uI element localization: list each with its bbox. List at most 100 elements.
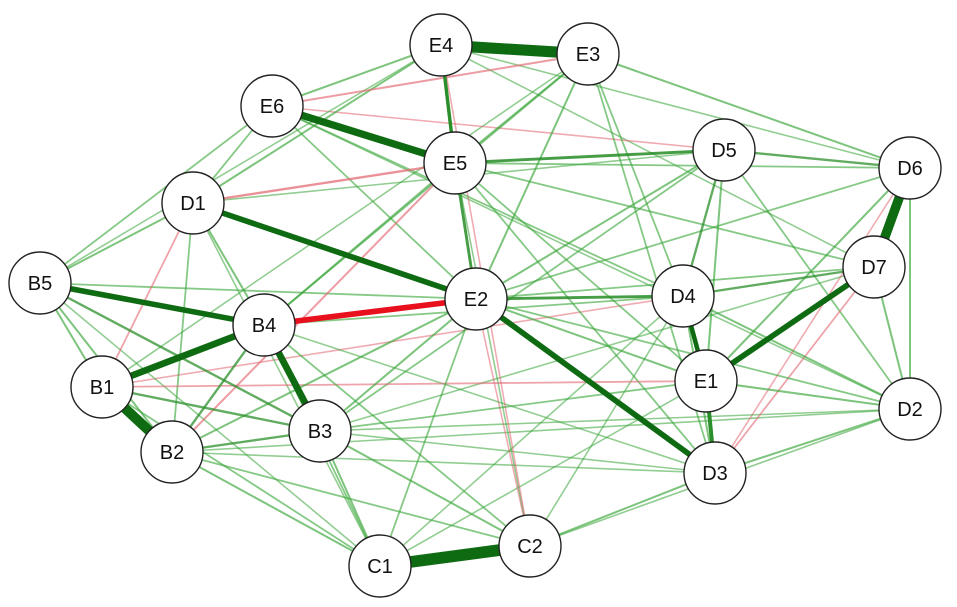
node-label-E6: E6	[260, 96, 284, 118]
edge-D4-E3	[587, 53, 684, 297]
edge-E5-B2	[171, 162, 456, 453]
node-E6: E6	[240, 74, 304, 138]
node-circle-C2	[498, 514, 562, 578]
node-B4: B4	[232, 293, 296, 357]
node-circle-C1	[348, 534, 412, 598]
node-D1: D1	[161, 171, 225, 235]
edge-D3-B3	[319, 430, 716, 474]
node-label-D1: D1	[180, 193, 206, 215]
node-E1: E1	[674, 349, 738, 413]
node-circle-D5	[692, 118, 756, 182]
node-circle-B2	[140, 420, 204, 484]
edge-B1-C1	[101, 386, 381, 567]
edge-B1-D1	[101, 202, 194, 388]
node-C2: C2	[498, 514, 562, 578]
edge-E1-D7	[704, 264, 876, 384]
edge-D7-D3	[714, 266, 875, 474]
edge-E6-D4	[271, 105, 684, 297]
node-label-B5: B5	[28, 273, 52, 295]
node-label-E4: E4	[429, 35, 453, 57]
edge-D3-C2	[529, 472, 716, 547]
node-D7: D7	[842, 235, 906, 299]
node-E3: E3	[556, 22, 620, 86]
edge-D5-D2	[723, 149, 911, 410]
edge-E3-D6	[587, 53, 911, 169]
edge-E1-E2	[475, 298, 707, 382]
node-label-D2: D2	[897, 399, 923, 421]
node-B1: B1	[70, 355, 134, 419]
edge-B1-B3	[101, 385, 321, 433]
edge-D5-E1	[704, 149, 726, 382]
node-circle-B5	[8, 251, 72, 315]
node-label-E5: E5	[443, 153, 467, 175]
edge-E6-B5	[39, 105, 273, 284]
edge-D1-E2	[192, 200, 477, 302]
node-label-E3: E3	[576, 44, 600, 66]
edge-B4-C2	[263, 324, 531, 547]
node-D4: D4	[651, 264, 715, 328]
edge-D4-D7	[682, 265, 875, 298]
edge-E6-E2	[271, 105, 477, 300]
edge-E2-D4	[475, 294, 684, 301]
node-circle-D2	[878, 377, 942, 441]
node-D6: D6	[878, 136, 942, 200]
edge-D1-B2	[171, 202, 194, 453]
edge-E1-C1	[379, 380, 707, 567]
edge-B5-C1	[39, 282, 381, 567]
edge-E1-B3	[319, 380, 707, 432]
node-circle-D3	[683, 441, 747, 505]
edge-E4-D1	[192, 44, 442, 204]
node-label-B4: B4	[252, 315, 276, 337]
node-C1: C1	[348, 534, 412, 598]
edge-E1-D2	[705, 379, 911, 411]
edge-E2-B5	[39, 282, 477, 300]
edge-E5-D6	[454, 162, 911, 169]
node-label-B1: B1	[90, 377, 114, 399]
node-circle-D1	[161, 171, 225, 235]
node-D5: D5	[692, 118, 756, 182]
edge-E6-D2	[271, 105, 911, 410]
edge-C2-E5	[454, 162, 531, 547]
node-B3: B3	[288, 399, 352, 463]
node-E5: E5	[423, 131, 487, 195]
edge-E6-E3	[271, 53, 589, 107]
edge-D2-D3	[714, 408, 911, 474]
node-D3: D3	[683, 441, 747, 505]
edge-B2-C1	[171, 451, 381, 567]
node-circle-B4	[232, 293, 296, 357]
edge-E5-D5	[454, 148, 725, 165]
edge-E5-E1	[454, 162, 707, 382]
node-circle-E3	[556, 22, 620, 86]
node-circle-E5	[423, 131, 487, 195]
node-label-D5: D5	[711, 140, 737, 162]
edge-E5-D3	[454, 162, 716, 474]
node-label-D7: D7	[861, 257, 887, 279]
edge-E5-D7	[454, 162, 875, 268]
node-circle-E2	[444, 267, 508, 331]
edge-E1-B1	[101, 380, 707, 388]
node-label-E2: E2	[464, 289, 488, 311]
node-circle-B1	[70, 355, 134, 419]
edge-D3-D6	[714, 167, 911, 474]
edge-C2-D4	[529, 295, 684, 547]
edge-E2-D3	[474, 296, 717, 476]
node-circle-E1	[674, 349, 738, 413]
edge-D6-E2	[475, 167, 911, 300]
node-label-B2: B2	[160, 442, 184, 464]
edge-D5-E2	[475, 149, 725, 300]
node-D2: D2	[878, 377, 942, 441]
node-circle-B3	[288, 399, 352, 463]
edge-E2-B3	[319, 298, 477, 432]
node-B5: B5	[8, 251, 72, 315]
node-label-C2: C2	[517, 536, 543, 558]
edge-E2-C2	[475, 298, 531, 547]
edge-B2-D3	[171, 451, 716, 474]
edge-D4-D2	[682, 295, 911, 410]
edge-B3-D2	[319, 408, 911, 432]
node-circle-D7	[842, 235, 906, 299]
edge-D7-B3	[319, 266, 875, 432]
node-label-D4: D4	[670, 286, 696, 308]
edge-E5-B4	[263, 162, 456, 326]
